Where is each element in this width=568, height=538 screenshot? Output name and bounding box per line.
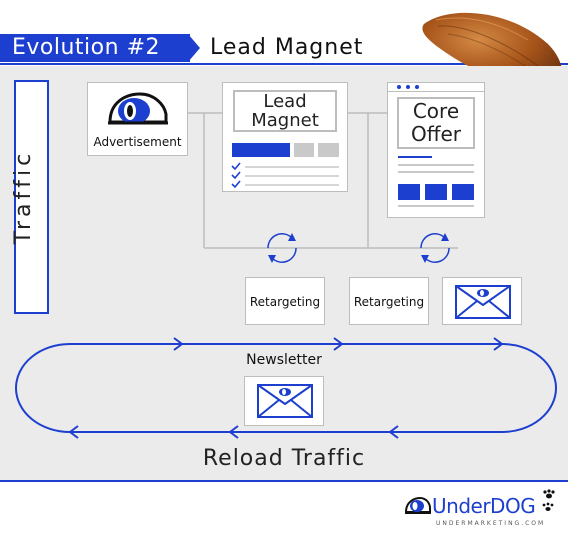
core-offer-block <box>452 184 474 200</box>
retargeting-card-1: Retargeting <box>245 277 325 325</box>
footer-divider <box>0 480 568 482</box>
core-offer-block <box>398 184 420 200</box>
brand-eye-logo-icon <box>404 496 431 514</box>
header-title: Evolution #2 <box>12 35 161 60</box>
cycle-arrows-icon <box>267 233 297 263</box>
traffic-box <box>14 80 49 314</box>
check-icon <box>231 171 241 180</box>
core-offer-title-box <box>397 97 475 149</box>
lead-magnet-title-box <box>233 90 337 132</box>
reload-traffic-label: Reload Traffic <box>202 446 366 471</box>
lead-magnet-block <box>318 143 339 157</box>
header-divider <box>0 63 568 65</box>
newsletter-label: Newsletter <box>246 352 322 368</box>
paw-icon <box>542 489 555 511</box>
core-offer-line <box>398 164 474 166</box>
eye-logo-icon <box>108 92 168 125</box>
lead-magnet-bar <box>232 143 290 157</box>
newsletter-loop <box>15 337 557 439</box>
header-banner <box>0 34 190 62</box>
core-offer-title: Core Offer <box>410 99 462 146</box>
lead-magnet-block <box>294 143 314 157</box>
brand-url: UNDERMARKETING.COM <box>436 520 546 527</box>
connector-lines <box>188 112 458 249</box>
retargeting-card-2: Retargeting <box>349 277 429 325</box>
core-offer-underline <box>398 156 432 158</box>
envelope-icon <box>257 384 313 418</box>
traffic-label: Traffic <box>11 149 36 245</box>
core-offer-divider <box>387 91 485 92</box>
core-offer-line <box>398 205 474 207</box>
check-icon <box>231 180 241 189</box>
advertisement-label: Advertisement <box>93 135 182 149</box>
lead-magnet-title: Lead Magnet <box>251 91 319 131</box>
envelope-icon <box>455 285 511 319</box>
window-dots-icon <box>397 85 419 89</box>
cycle-arrows-icon <box>420 233 450 263</box>
lead-magnet-checklist <box>231 162 339 189</box>
header-arrow <box>188 34 200 62</box>
core-offer-line <box>398 171 474 173</box>
lead-magnet-card <box>222 82 348 192</box>
check-icon <box>231 162 241 171</box>
brand-name: UnderDOG <box>432 494 536 518</box>
core-offer-block <box>425 184 447 200</box>
header-subtitle: Lead Magnet <box>210 35 364 60</box>
